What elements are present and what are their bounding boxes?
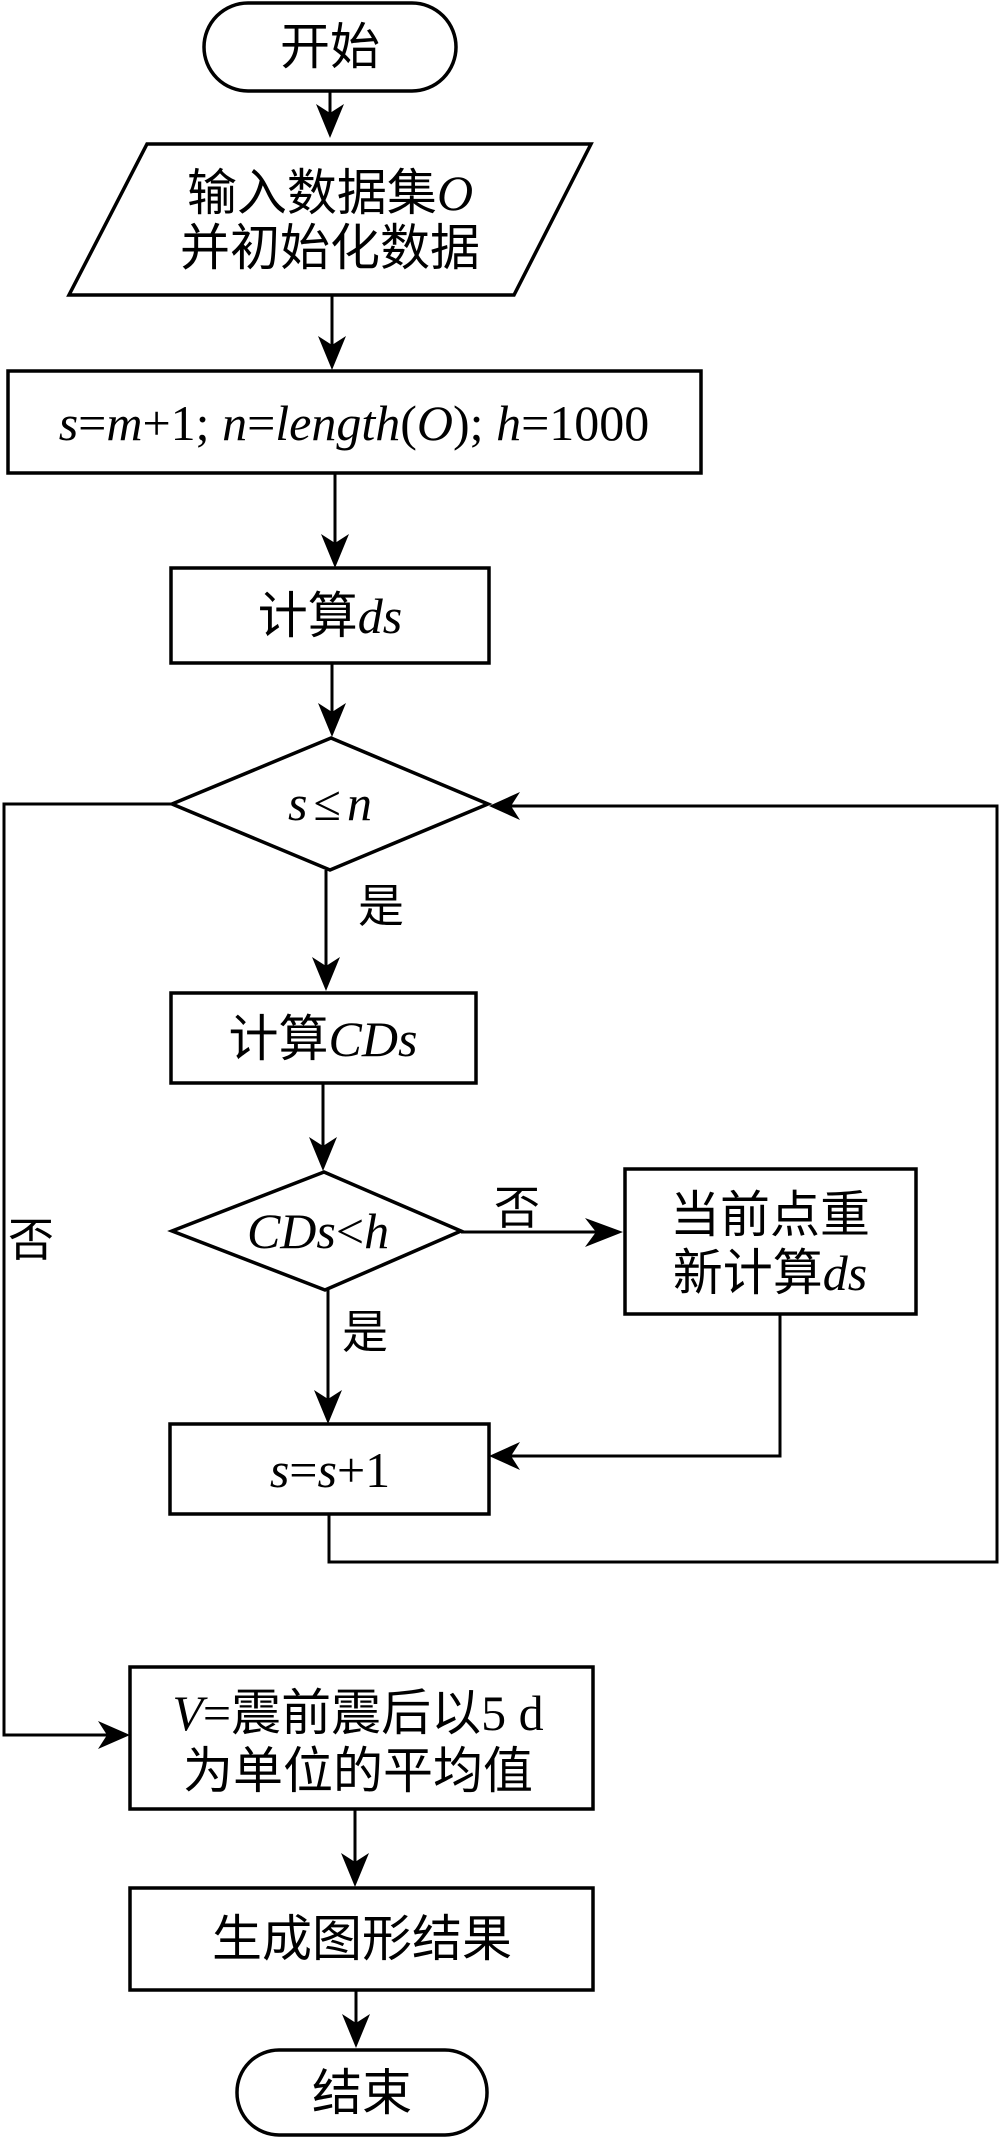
init-formula-part: = [78, 395, 106, 451]
compute-cds-box-shape [169, 991, 478, 1085]
arrow-head-icon [342, 2014, 370, 2048]
average-box-shape [128, 1665, 595, 1811]
generate-label: 生成图形结果 [212, 1911, 512, 1967]
loop-condition-diamond-shape [167, 736, 493, 872]
compute-ds-label: 计算ds [258, 588, 402, 644]
init-formula-part: +1; [142, 395, 222, 451]
arrow-head-icon [341, 1853, 369, 1887]
arrow-head-icon [318, 703, 346, 737]
compute-cds-node: 计算CDs [169, 991, 478, 1085]
init-formula-part: = [247, 395, 275, 451]
cds-condition-node: CDs<h [167, 1170, 466, 1292]
cds-yes-label: 是 [342, 1307, 388, 1358]
init-formula-part: n [222, 395, 247, 451]
init-formula-part: s [59, 395, 78, 451]
arrow-loop-back [327, 792, 999, 1564]
arrow-cds-yes-to-increment [314, 1290, 342, 1424]
start-node: 开始 [202, 1, 458, 93]
input-line-2: 并初始化数据 [180, 220, 480, 276]
increment-box-shape [168, 1422, 491, 1516]
cds-no-label: 否 [494, 1183, 540, 1234]
arrow-head-icon [316, 104, 344, 138]
recompute-node: 当前点重 新计算ds [623, 1167, 918, 1316]
generate-node: 生成图形结果 [128, 1886, 595, 1992]
arrow-head-icon [98, 1721, 130, 1749]
average-node: V=震前震后以5 d 为单位的平均值 [128, 1665, 595, 1811]
recompute-line-2: 新计算ds [673, 1245, 867, 1301]
arrow-head-icon [309, 1137, 337, 1171]
init-formula: s=m+1; n=length(O); h=1000 [59, 395, 650, 451]
arrow-compute-cds-to-condition [309, 1083, 337, 1171]
recompute-line-1: 当前点重 [670, 1187, 870, 1243]
input-line-1: 输入数据集O [187, 165, 473, 221]
compute-cds-label: 计算CDs [229, 1011, 418, 1067]
init-node: s=m+1; n=length(O); h=1000 [6, 369, 703, 475]
arrow-generate-to-end [342, 1990, 370, 2048]
init-formula-part: h [496, 395, 521, 451]
init-formula-part: O [417, 395, 453, 451]
arrow-head-icon [321, 534, 349, 568]
loop-condition-node: s≤n [167, 736, 493, 872]
arrow-start-to-input [316, 91, 344, 138]
arrow-recompute-to-increment [489, 1314, 782, 1470]
average-line-1: V=震前震后以5 d [172, 1685, 543, 1741]
arrow-input-to-init [318, 295, 346, 370]
arrow-compute-ds-to-loop [318, 663, 346, 737]
arrow-average-to-generate [341, 1809, 369, 1887]
end-node: 结束 [235, 2048, 489, 2137]
recompute-box-shape [623, 1167, 918, 1316]
end-label: 结束 [312, 2065, 412, 2121]
loop-condition-label: s≤n [288, 775, 372, 831]
arrow-head-icon [489, 1442, 520, 1470]
arrow-loop-to-compute-cds [312, 870, 340, 991]
init-formula-part: ); [453, 395, 496, 451]
arrow-head-icon [318, 336, 346, 370]
input-node: 输入数据集O 并初始化数据 [66, 142, 594, 297]
increment-node: s=s+1 [168, 1422, 491, 1516]
arrow-init-to-compute-ds [321, 473, 349, 568]
arrow-loop-no-to-average [2, 802, 172, 1749]
input-parallelogram-shape [66, 142, 594, 297]
arrow-head-icon [312, 957, 340, 991]
arrow-head-icon [585, 1218, 623, 1247]
init-formula-part: length [275, 395, 400, 451]
increment-label: s=s+1 [270, 1442, 390, 1498]
arrow-head-icon [489, 792, 520, 820]
loop-no-label: 否 [8, 1215, 54, 1266]
init-box-shape [6, 369, 703, 475]
init-formula-part: ( [400, 395, 417, 451]
init-formula-part: =1000 [521, 395, 649, 451]
cds-condition-label: CDs<h [247, 1203, 389, 1259]
average-line-2: 为单位的平均值 [183, 1743, 533, 1799]
init-formula-part: m [106, 395, 142, 451]
compute-ds-node: 计算ds [169, 566, 491, 665]
arrow-head-icon [314, 1390, 342, 1424]
compute-ds-box-shape [169, 566, 491, 665]
arrow-cds-no-to-recompute [461, 1218, 623, 1247]
generate-box-shape [128, 1886, 595, 1992]
start-label: 开始 [280, 19, 380, 75]
end-terminal-shape [235, 2048, 489, 2137]
cds-condition-diamond-shape [167, 1170, 466, 1292]
loop-yes-label: 是 [358, 881, 404, 932]
